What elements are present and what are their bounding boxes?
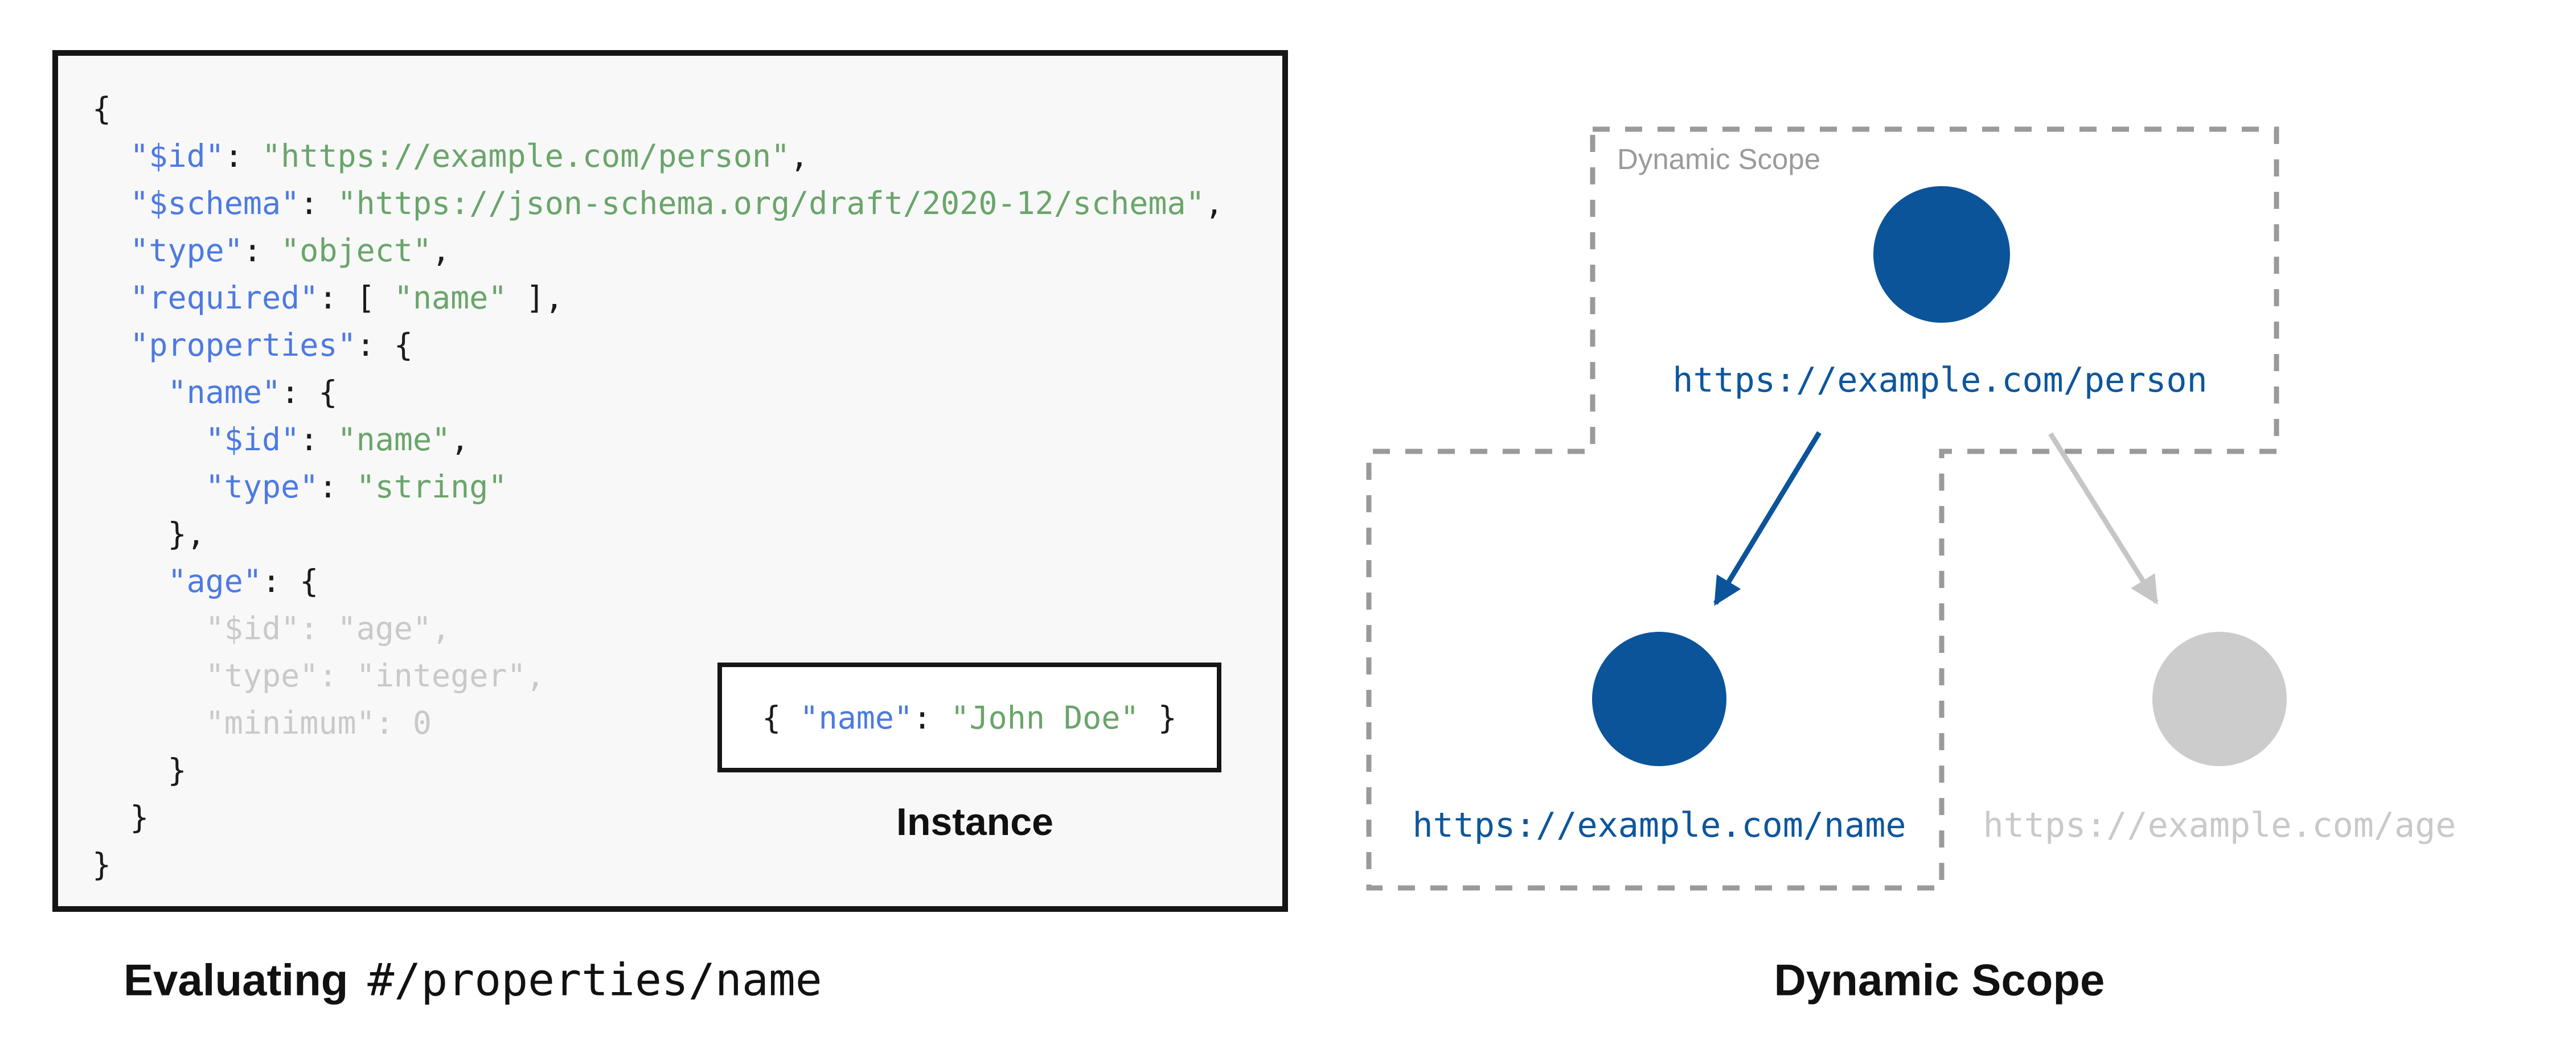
- code-token: }: [92, 752, 187, 788]
- name-node-label: https://example.com/name: [1412, 805, 1906, 845]
- age-node-label: https://example.com/age: [1983, 805, 2456, 845]
- code-token: "type": [130, 232, 243, 269]
- code-token: "type": [205, 468, 319, 505]
- code-line: "required": [ "name" ],: [92, 274, 1224, 322]
- code-token: ,: [432, 232, 451, 269]
- code-line: "age": {: [92, 558, 1224, 605]
- name-node-circle: [1592, 632, 1726, 766]
- caption-evaluating: Evaluating #/properties/name: [124, 955, 822, 1006]
- code-line: "minimum": 0: [92, 700, 1224, 747]
- code-token: : [: [318, 279, 394, 316]
- code-token: "required": [130, 279, 319, 316]
- code-token: "$id": "age",: [92, 610, 451, 647]
- code-line: "$id": "name",: [92, 416, 1224, 463]
- code-line: },: [92, 511, 1224, 558]
- code-line: "$id": "age",: [92, 605, 1224, 652]
- code-line: "properties": {: [92, 322, 1224, 369]
- code-line: "type": "object",: [92, 227, 1224, 274]
- person-to-name-arrow: [1713, 431, 1822, 606]
- code-line: }: [92, 841, 1224, 889]
- code-token: :: [913, 699, 951, 736]
- code-line: "$schema": "https://json-schema.org/draf…: [92, 180, 1224, 227]
- code-token: : {: [356, 327, 413, 363]
- code-token: "name": [337, 421, 451, 458]
- code-token: "$id": [130, 138, 224, 174]
- code-token: :: [300, 421, 338, 458]
- code-token: : {: [262, 563, 319, 599]
- code-line: "type": "string": [92, 463, 1224, 511]
- age-node-circle: [2152, 632, 2287, 766]
- code-token: :: [300, 185, 338, 221]
- code-token: "minimum": 0: [92, 705, 432, 741]
- code-line: }: [92, 747, 1224, 794]
- code-token: "$schema": [130, 185, 300, 221]
- code-token: {: [762, 699, 800, 736]
- code-token: :: [224, 138, 262, 174]
- instance-box: { "name": "John Doe" }: [717, 663, 1221, 772]
- code-token: "type": "integer",: [92, 657, 545, 694]
- instance-label: Instance: [896, 800, 1053, 844]
- code-line: {: [92, 85, 1224, 133]
- code-token: :: [243, 232, 281, 269]
- code-token: "string": [356, 468, 507, 505]
- dynamic-scope-region-label: Dynamic Scope: [1617, 143, 1821, 175]
- code-token: {: [92, 91, 112, 127]
- caption-evaluating-word: Evaluating: [124, 955, 348, 1005]
- code-token: "object": [281, 232, 432, 269]
- code-line: "name": {: [92, 369, 1224, 416]
- code-line: "$id": "https://example.com/person",: [92, 133, 1224, 180]
- code-token: }: [92, 846, 112, 883]
- code-token: ,: [790, 138, 809, 174]
- code-token: }: [92, 799, 149, 836]
- schema-code: { "$id": "https://example.com/person", "…: [92, 85, 1224, 889]
- dynamic-scope-outline: [1366, 126, 2279, 891]
- person-to-age-arrow: [2048, 432, 2159, 605]
- code-token: ,: [450, 421, 470, 458]
- code-token: "https://example.com/person": [262, 138, 790, 174]
- code-token: "name": [799, 699, 913, 736]
- code-token: },: [92, 516, 206, 552]
- code-token: :: [318, 468, 356, 505]
- code-token: "name": [167, 374, 281, 410]
- caption-json-pointer: #/properties/name: [367, 955, 822, 1006]
- person-node-circle: [1873, 186, 2010, 323]
- code-token: : {: [281, 374, 338, 410]
- code-token: "name": [393, 279, 507, 316]
- code-token: ],: [507, 279, 564, 316]
- code-line: "type": "integer",: [92, 652, 1224, 700]
- person-node-label: https://example.com/person: [1672, 360, 2208, 400]
- code-token: "$id": [205, 421, 300, 458]
- code-token: ,: [1204, 185, 1224, 221]
- code-token: }: [1139, 699, 1177, 736]
- code-token: "John Doe": [950, 699, 1139, 736]
- code-line: }: [92, 794, 1224, 841]
- code-token: "https://json-schema.org/draft/2020-12/s…: [337, 185, 1205, 221]
- code-token: "age": [167, 563, 262, 599]
- caption-dynamic-scope: Dynamic Scope: [1774, 955, 2105, 1005]
- instance-json: { "name": "John Doe" }: [762, 700, 1177, 736]
- code-token: "properties": [130, 327, 356, 363]
